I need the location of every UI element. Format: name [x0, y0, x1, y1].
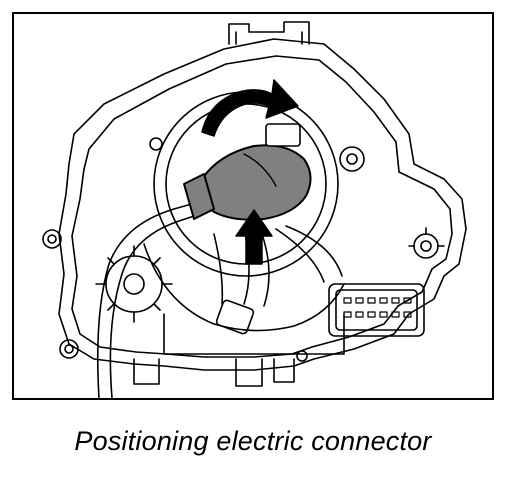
housing-inner-outline — [71, 55, 453, 358]
top-right-boss — [339, 146, 365, 172]
bottom-boss — [296, 350, 308, 362]
bottom-tab-center — [235, 358, 263, 387]
bottom-tab-left — [133, 358, 160, 385]
inline-plug — [215, 299, 255, 335]
bottom-left-boss — [59, 339, 79, 359]
upward-arrow — [235, 209, 273, 265]
bottom-tab-right — [273, 358, 295, 383]
lower-chamber — [143, 243, 345, 332]
connector-housing-drawing — [42, 21, 467, 398]
connector-latch — [265, 123, 301, 147]
figure-caption: Positioning electric connector — [74, 426, 432, 456]
housing-outline — [58, 38, 467, 371]
connector-pins — [343, 297, 412, 318]
technical-illustration-frame — [12, 12, 494, 400]
electric-connector — [201, 144, 312, 221]
rotation-arrow — [201, 79, 299, 137]
top-left-boss — [149, 137, 163, 151]
connector-boot — [183, 173, 215, 220]
right-boss — [413, 233, 439, 259]
left-boss — [42, 229, 62, 249]
pin-connector-block — [328, 283, 425, 337]
top-bracket — [228, 21, 310, 45]
